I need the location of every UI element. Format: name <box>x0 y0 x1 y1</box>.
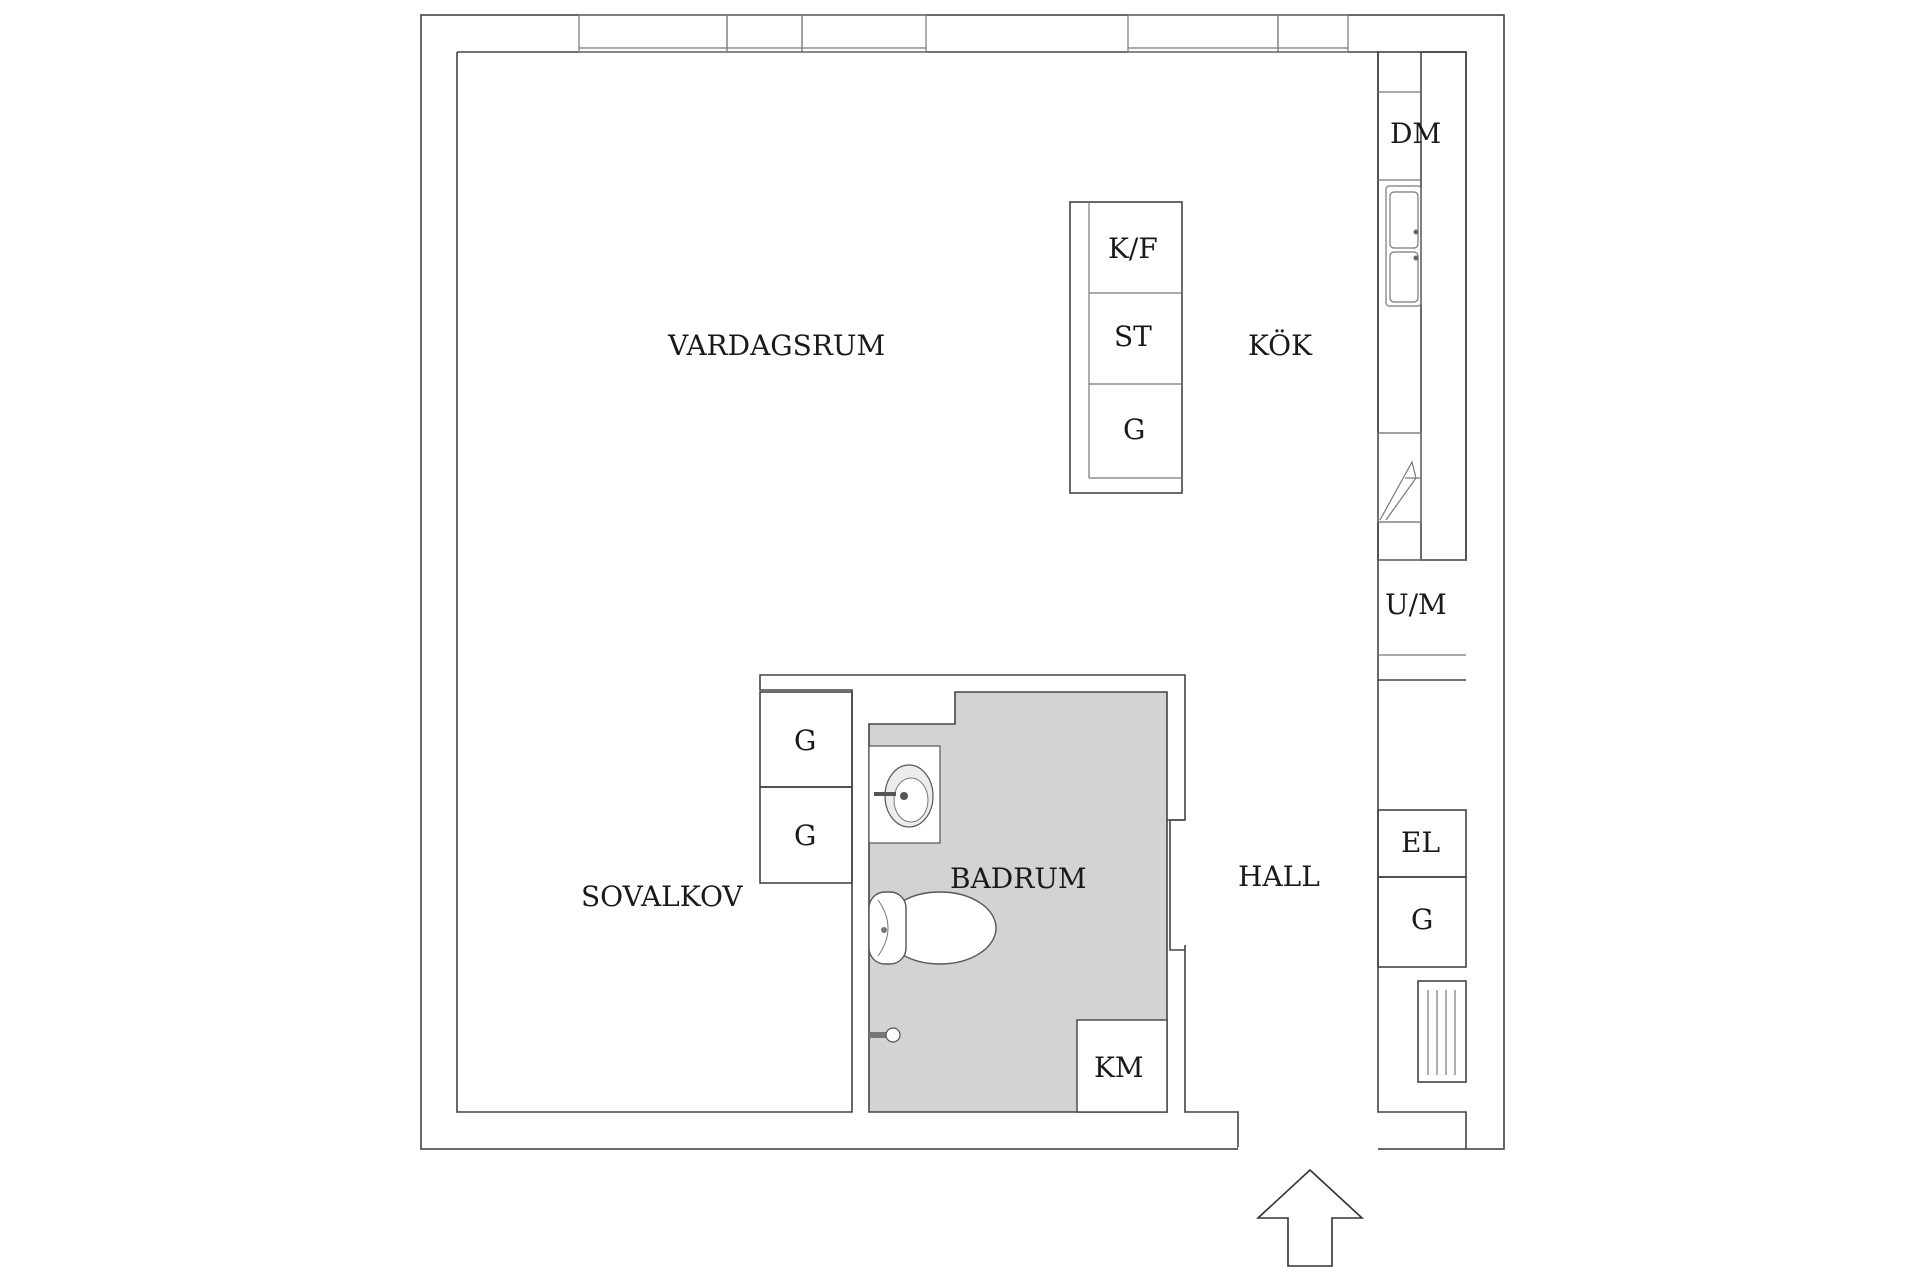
room-label-hall: HALL <box>1238 860 1320 893</box>
room-label-badrum: BADRUM <box>950 862 1087 895</box>
shower-icon <box>869 1027 901 1043</box>
kitchen-sink-icon <box>1385 185 1422 307</box>
range-hood-icon <box>1377 432 1422 523</box>
hall-closets <box>1377 809 1467 968</box>
bathroom-floor <box>868 691 1168 1113</box>
fixture-label-g-kitchen: G <box>1123 413 1145 446</box>
fixture-label-um: U/M <box>1385 588 1447 621</box>
fixture-label-el: EL <box>1401 826 1440 859</box>
kitchen-island <box>1069 201 1183 494</box>
room-label-kok: KÖK <box>1248 328 1313 362</box>
entrance-arrow-icon <box>1255 1168 1365 1267</box>
fixture-label-dm: DM <box>1390 117 1441 150</box>
entrance <box>1238 1147 1378 1267</box>
fixture-label-km: KM <box>1094 1051 1144 1084</box>
radiator-icon <box>1417 980 1467 1083</box>
fixture-label-g-hall: G <box>1411 903 1433 936</box>
alcove-wardrobes <box>759 691 853 884</box>
room-label-sovalkov: SOVALKOV <box>581 880 743 913</box>
fixture-label-g-alcove-1: G <box>794 724 816 757</box>
room-label-vardagsrum: VARDAGSRUM <box>667 329 885 362</box>
bathroom <box>868 691 1185 1113</box>
toilet-icon <box>868 891 997 965</box>
fixture-label-st: ST <box>1114 320 1152 353</box>
washing-machine <box>1076 1019 1168 1113</box>
fixture-label-g-alcove-2: G <box>794 819 816 852</box>
wash-basin-icon <box>868 745 941 844</box>
windows <box>578 14 1349 53</box>
fixture-label-kf: K/F <box>1108 232 1158 265</box>
